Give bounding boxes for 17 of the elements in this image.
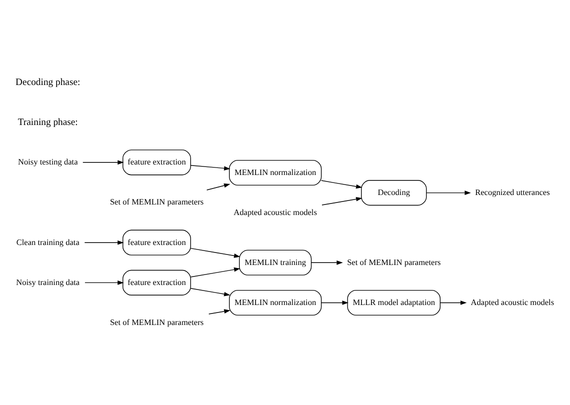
arrow bbox=[190, 165, 230, 170]
arrow bbox=[208, 309, 230, 314]
arrow bbox=[320, 180, 362, 189]
arrow bbox=[190, 267, 240, 278]
arrow bbox=[440, 300, 467, 305]
arrow bbox=[206, 183, 230, 190]
arrow bbox=[190, 248, 240, 258]
arrow bbox=[84, 240, 124, 245]
arrow bbox=[322, 197, 362, 206]
label: Decoding phase: bbox=[16, 76, 80, 88]
arrow bbox=[190, 288, 230, 296]
arrow bbox=[84, 280, 124, 285]
label: Training phase: bbox=[18, 116, 78, 128]
arrow bbox=[82, 160, 124, 165]
arrow bbox=[320, 300, 348, 305]
arrow bbox=[311, 260, 343, 265]
arrow bbox=[426, 190, 471, 195]
